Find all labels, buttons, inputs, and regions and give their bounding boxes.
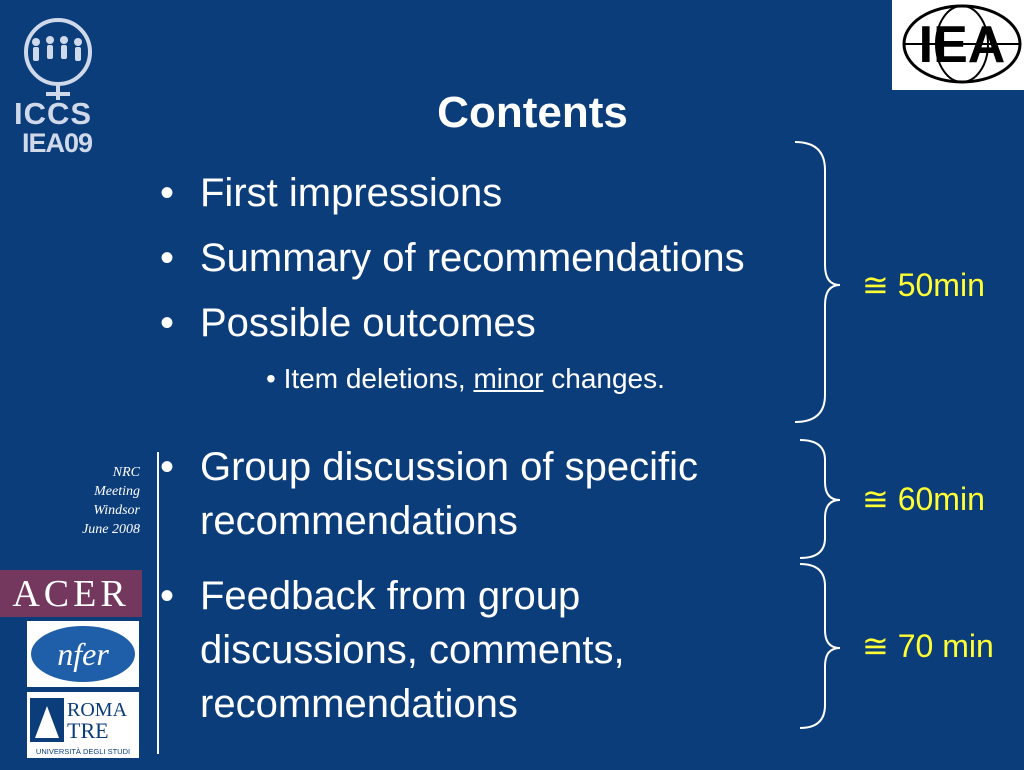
meeting-info-line: Windsor bbox=[93, 503, 140, 518]
sub-bullet-underlined: minor bbox=[473, 363, 544, 394]
meeting-info-line: NRC bbox=[112, 465, 140, 480]
iea-logo-globe: IEA bbox=[902, 4, 1022, 84]
bullet-text: First impressions bbox=[200, 171, 503, 215]
iccs-logo bbox=[24, 18, 92, 100]
acer-logo: ACER bbox=[0, 570, 142, 617]
bullet-marker: • bbox=[160, 171, 175, 215]
iea-logo: IEA bbox=[892, 0, 1024, 90]
nfer-logo: nfer bbox=[27, 621, 139, 687]
sub-bullet-item-deletions: • Item deletions, minor changes. bbox=[266, 363, 665, 395]
bullet-text-line1: Group discussion of specific bbox=[200, 445, 699, 489]
bullet-marker: • bbox=[160, 236, 175, 280]
bullet-text-line1: Feedback from group bbox=[200, 574, 581, 618]
sub-bullet-prefix: Item deletions, bbox=[283, 363, 474, 394]
curly-braces bbox=[794, 141, 841, 729]
svg-text:UNIVERSITÀ DEGLI STUDI: UNIVERSITÀ DEGLI STUDI bbox=[36, 747, 130, 756]
svg-text:ROMA: ROMA bbox=[67, 699, 128, 721]
svg-text:nfer: nfer bbox=[57, 636, 109, 672]
roma-tre-logo: ROMA TRE UNIVERSITÀ DEGLI STUDI bbox=[27, 692, 139, 758]
bullet-group-discussion: • Group discussion of specific recommendat… bbox=[160, 440, 698, 548]
meeting-info-line: Meeting bbox=[94, 484, 140, 499]
bullet-first-impressions: • First impressions bbox=[160, 166, 502, 220]
svg-text:IEA: IEA bbox=[919, 16, 1006, 74]
time-label-50: ≅ 50min bbox=[862, 267, 985, 303]
roma-tre-logo-mark: ROMA TRE UNIVERSITÀ DEGLI STUDI bbox=[30, 698, 130, 756]
page-title: Contents bbox=[437, 88, 628, 137]
bullet-marker: • bbox=[160, 445, 175, 489]
meeting-info-line: June 2008 bbox=[82, 522, 140, 537]
brace-3 bbox=[799, 563, 841, 729]
sidebar-divider bbox=[157, 452, 159, 754]
meeting-info: NRC Meeting Windsor June 2008 bbox=[40, 463, 140, 539]
bullet-text-line2: discussions, comments, bbox=[200, 628, 625, 672]
brace-1 bbox=[794, 141, 841, 423]
bullet-feedback: • Feedback from group discussions, comment… bbox=[160, 569, 625, 731]
brace-2 bbox=[799, 439, 841, 559]
bullet-marker: • bbox=[160, 301, 175, 345]
bullet-text: Possible outcomes bbox=[200, 301, 536, 345]
acer-logo-text: ACER bbox=[12, 572, 130, 615]
time-label-60: ≅ 60min bbox=[862, 481, 985, 517]
iccs-logo-year: IEA09 bbox=[22, 128, 93, 158]
bullet-summary: • Summary of recommendations bbox=[160, 231, 745, 285]
iccs-logo-text: ICCS bbox=[14, 96, 93, 131]
bullet-text-line2: recommendations bbox=[200, 499, 518, 543]
bullet-text: Summary of recommendations bbox=[200, 236, 745, 280]
sub-bullet-marker: • bbox=[266, 363, 276, 394]
sub-bullet-suffix: changes. bbox=[543, 363, 665, 394]
bullet-text-line3: recommendations bbox=[200, 682, 518, 726]
bullet-marker: • bbox=[160, 574, 175, 618]
svg-text:TRE: TRE bbox=[67, 718, 109, 743]
bullet-possible-outcomes: • Possible outcomes bbox=[160, 296, 536, 350]
time-label-70: ≅ 70 min bbox=[862, 628, 994, 664]
nfer-logo-mark: nfer bbox=[31, 626, 135, 682]
